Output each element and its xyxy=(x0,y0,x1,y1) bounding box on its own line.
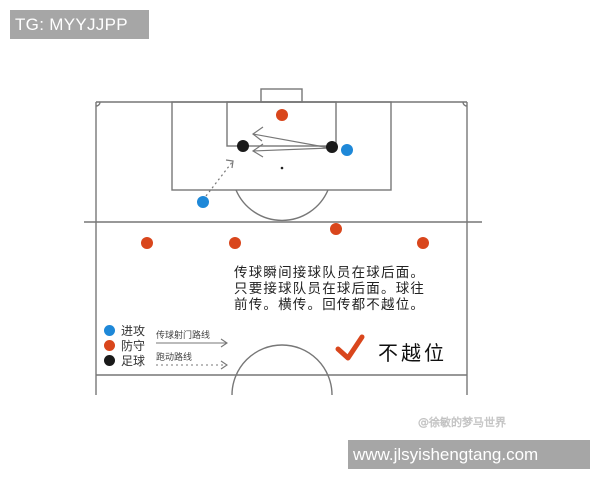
ball-dot xyxy=(237,140,249,152)
defender-dot xyxy=(229,237,241,249)
legend-item-ball: 足球 xyxy=(104,353,145,368)
ball-dot xyxy=(326,141,338,153)
attacker-dot xyxy=(197,196,209,208)
legend-label: 防守 xyxy=(121,339,146,353)
center-circle xyxy=(231,344,333,396)
defender-players xyxy=(141,109,429,249)
defender-dot xyxy=(417,237,429,249)
verdict-label: 不越位 xyxy=(378,341,447,365)
legend-label: 足球 xyxy=(121,354,146,368)
attack-player-dot-icon xyxy=(104,325,115,336)
goal xyxy=(260,88,303,103)
legend-run-route-label: 跑动路线 xyxy=(156,353,193,363)
balls xyxy=(237,140,338,153)
ball-dot-icon xyxy=(104,355,115,366)
offside-explanation: 传球瞬间接球队员在球后面。 只要接球队员在球后面。球往 前传。横传。回传都不越位… xyxy=(234,265,474,313)
defender-dot xyxy=(141,237,153,249)
corner-arc-left xyxy=(95,101,101,107)
website-tag: www.jlsyishengtang.com xyxy=(348,440,590,469)
legend: 进攻 防守 足球 xyxy=(104,323,145,368)
corner-arc-right xyxy=(462,101,468,107)
defender-dot xyxy=(330,223,342,235)
defense-player-dot-icon xyxy=(104,340,115,351)
attacker-dot xyxy=(341,144,353,156)
six-yard-box xyxy=(226,101,337,147)
run-line xyxy=(205,160,234,197)
legend-label: 进攻 xyxy=(121,324,146,338)
pass-arrowhead-upper xyxy=(251,126,264,142)
pass-line-lower xyxy=(252,147,331,152)
defender-dot xyxy=(276,109,288,121)
checkmark-icon xyxy=(335,334,365,361)
legend-run-arrowhead xyxy=(220,360,228,370)
explanation-line: 传球瞬间接球队员在球后面。 xyxy=(234,265,426,281)
legend-pass-arrowhead xyxy=(220,338,228,348)
explanation-line: 前传。横传。回传都不越位。 xyxy=(234,297,426,313)
legend-item-attack: 进攻 xyxy=(104,323,145,338)
legend-pass-route-label: 传球射门路线 xyxy=(156,331,211,341)
legend-item-defense: 防守 xyxy=(104,338,145,353)
explanation-line: 只要接球队员在球后面。球往 xyxy=(234,281,426,297)
telegram-tag: TG: MYYJJPP xyxy=(10,10,149,39)
pass-line-upper xyxy=(252,133,331,149)
penalty-spot xyxy=(280,166,284,170)
attacker-players xyxy=(197,144,353,208)
run-arrowhead xyxy=(225,159,234,169)
watermark: @徐敏的梦马世界 xyxy=(418,416,506,429)
pass-arrowhead-lower xyxy=(251,143,264,158)
penalty-arc xyxy=(235,189,329,222)
